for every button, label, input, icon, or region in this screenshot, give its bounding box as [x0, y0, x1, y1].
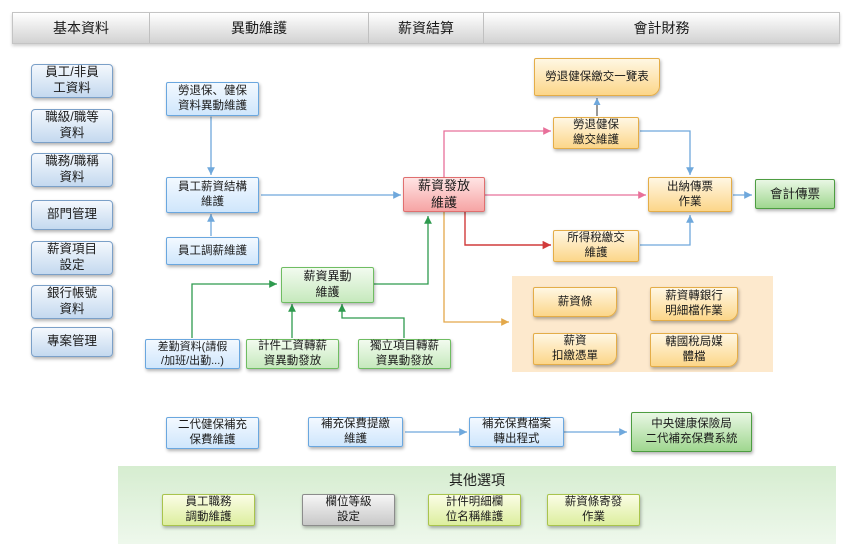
tab-accounting-finance[interactable]: 會計財務 [633, 20, 690, 36]
nhi2-maint-node[interactable]: 二代健保補充 保費維護 [166, 417, 259, 449]
labor-pay-list-node[interactable]: 勞退健保繳交一覽表 [534, 58, 660, 96]
payroll-node[interactable]: 薪資發放 維護 [403, 177, 485, 212]
arrow-attendance-change [191, 280, 277, 338]
supp-premium-node[interactable]: 補充保費提繳 維護 [308, 417, 403, 447]
attendance-node[interactable]: 差勤資料(請假 /加班/出勤...) [145, 339, 240, 369]
arrow-payroll-documents [443, 212, 509, 326]
independent-node[interactable]: 獨立項目轉薪 資異動發放 [358, 339, 451, 369]
sidebar-grade-data[interactable]: 職級/職等 資料 [31, 109, 113, 143]
tax-media-node[interactable]: 轄國稅局媒 體檔 [650, 333, 738, 367]
other-options-title: 其他選項 [449, 472, 505, 488]
salary-slip-node[interactable]: 薪資條 [533, 287, 617, 317]
tab-basic-data[interactable]: 基本資料 [13, 13, 150, 43]
deduction-cert-node[interactable]: 薪資 扣繳憑單 [533, 333, 617, 365]
labor-health-maint-node[interactable]: 勞退保、健保 資料異動維護 [166, 82, 259, 116]
arrow-laborpay-cashier [640, 130, 694, 175]
tab-payroll-settlement[interactable]: 薪資結算 [369, 13, 484, 43]
tab-change-maintenance[interactable]: 異動維護 [150, 13, 369, 43]
sidebar-department[interactable]: 部門管理 [31, 200, 113, 230]
salary-adjust-node[interactable]: 員工調薪維護 [166, 237, 259, 265]
bank-transfer-node[interactable]: 薪資轉銀行 明細檔作業 [650, 287, 738, 321]
other-piecework-fields[interactable]: 計件明細欄 位名稱維護 [428, 494, 521, 526]
sidebar-salary-items[interactable]: 薪資項目 設定 [31, 241, 113, 275]
sidebar-project[interactable]: 專案管理 [31, 327, 113, 357]
nhi-system-node[interactable]: 中央健康保險局 二代補充保費系統 [631, 412, 752, 452]
other-field-level[interactable]: 欄位等級 設定 [302, 494, 395, 526]
arrow-independent-change [338, 304, 405, 338]
arrow-change-payroll [374, 216, 432, 285]
accounting-voucher-node[interactable]: 會計傳票 [755, 179, 835, 209]
arrow-payroll-tax [464, 212, 551, 250]
salary-change-node[interactable]: 薪資異動 維護 [281, 267, 374, 303]
other-slip-mailing[interactable]: 薪資條寄發 作業 [547, 494, 640, 526]
income-tax-node[interactable]: 所得稅繳交 維護 [553, 230, 639, 262]
cashier-node[interactable]: 出納傳票 作業 [648, 177, 732, 212]
piecework-node[interactable]: 計件工資轉薪 資異動發放 [246, 339, 339, 369]
sidebar-employee-data[interactable]: 員工/非員 工資料 [31, 64, 113, 98]
module-tab-bar: 基本資料 異動維護 薪資結算 會計財務 [12, 12, 840, 44]
labor-pay-maint-node[interactable]: 勞退健保 繳交維護 [553, 117, 639, 149]
sidebar-bank-account[interactable]: 銀行帳號 資料 [31, 285, 113, 319]
other-position-transfer[interactable]: 員工職務 調動維護 [162, 494, 255, 526]
arrow-tax-cashier [640, 215, 694, 246]
salary-struct-node[interactable]: 員工薪資結構 維護 [166, 177, 259, 213]
supp-transfer-node[interactable]: 補充保費檔案 轉出程式 [469, 417, 564, 447]
arrow-payroll-laborpay [443, 127, 551, 177]
sidebar-position-data[interactable]: 職務/職稱 資料 [31, 153, 113, 187]
